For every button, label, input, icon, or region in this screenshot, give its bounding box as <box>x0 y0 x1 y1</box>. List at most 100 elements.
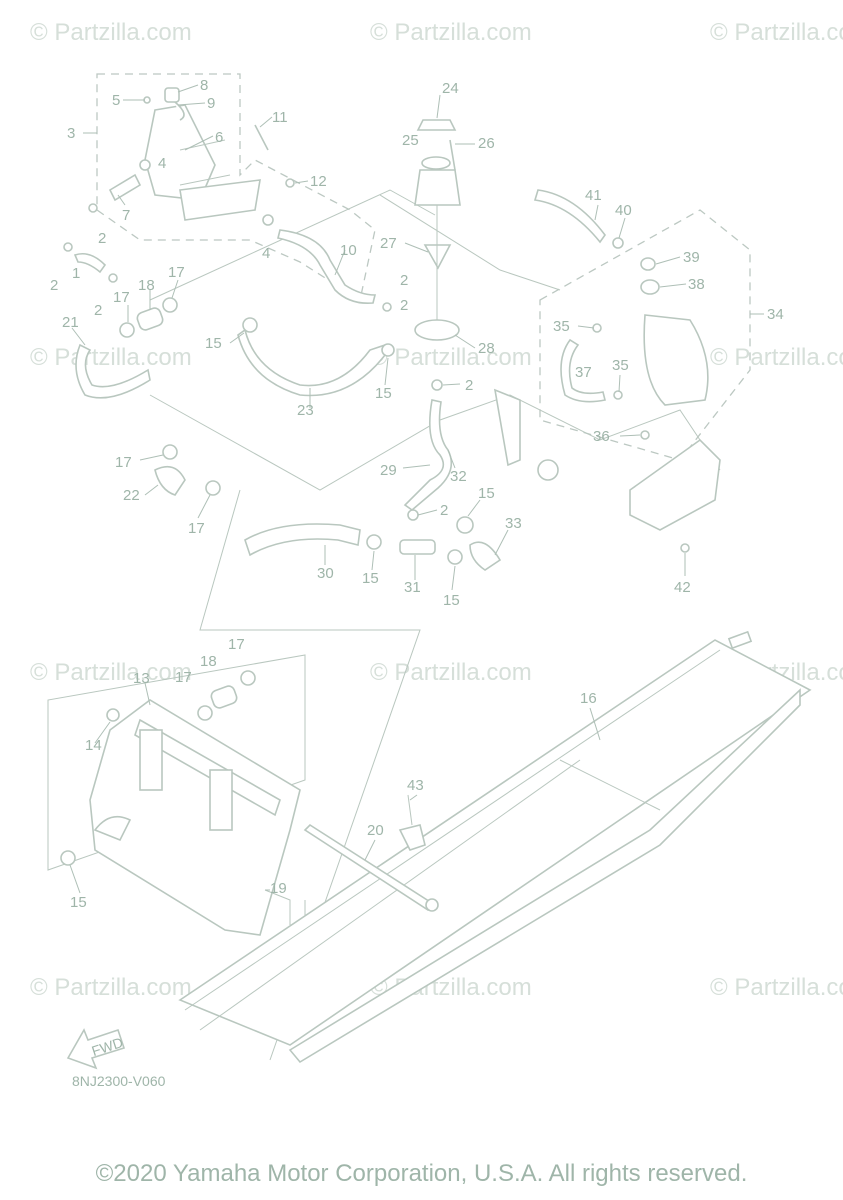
callout-7: 7 <box>122 207 130 224</box>
clamp-2 <box>63 242 73 252</box>
radiator-outlet <box>93 815 132 842</box>
callout-20: 20 <box>367 822 384 839</box>
leader-line <box>594 204 599 221</box>
overflow-hose-7 <box>108 173 142 202</box>
leader-line <box>655 256 681 265</box>
callout-2: 2 <box>400 297 408 314</box>
clamp-2 <box>88 203 98 213</box>
callout-23: 23 <box>297 402 314 419</box>
leader-line <box>618 374 621 393</box>
leader-line <box>117 194 126 206</box>
nut-42 <box>680 543 690 553</box>
callout-8: 8 <box>200 77 208 94</box>
callout-39: 39 <box>683 249 700 266</box>
callout-15: 15 <box>70 894 87 911</box>
frame-line <box>149 189 436 301</box>
clamp-35 <box>613 390 623 400</box>
clamp-2 <box>407 509 419 521</box>
callout-17: 17 <box>228 636 245 653</box>
clamp-2 <box>431 379 443 391</box>
leader-line <box>589 707 601 741</box>
pipe-32-bracket <box>493 388 521 467</box>
leader-line <box>144 682 151 706</box>
watermark: © Partzilla.com <box>370 19 532 46</box>
leader-line <box>144 484 159 496</box>
callout-15: 15 <box>478 485 495 502</box>
callout-5: 5 <box>112 92 120 109</box>
radiator-mount <box>209 769 233 831</box>
leader-line <box>436 94 441 119</box>
watermark: © Partzilla.com <box>370 344 532 371</box>
clamp-4 <box>139 159 151 171</box>
callout-21: 21 <box>62 314 79 331</box>
clamp-15 <box>381 343 395 357</box>
group-box-34 <box>539 209 751 461</box>
screw-43 <box>407 794 413 826</box>
heat-exchanger-16 <box>178 639 812 1046</box>
clamp-17 <box>240 670 256 686</box>
recovery-tank <box>643 314 709 406</box>
leader-line <box>467 499 481 517</box>
leader-line <box>659 283 687 288</box>
clamp-15 <box>60 850 76 866</box>
callout-41: 41 <box>585 187 602 204</box>
heat-exchanger-edge <box>559 759 661 811</box>
callout-6: 6 <box>215 129 223 146</box>
callout-9: 9 <box>207 95 215 112</box>
hose-10 <box>277 229 377 305</box>
frame-line <box>149 394 721 491</box>
heat-exchanger-assembly <box>178 630 812 1064</box>
callout-34: 34 <box>767 306 784 323</box>
clamp-17 <box>205 480 221 496</box>
callout-2: 2 <box>94 302 102 319</box>
leader-line <box>197 494 211 519</box>
callout-2: 2 <box>98 230 106 247</box>
heat-exchanger-edge <box>199 759 581 1031</box>
bolt-36 <box>640 430 650 440</box>
fwd-arrow-icon <box>66 1028 126 1070</box>
heat-exchanger-rail <box>288 688 801 1064</box>
reservoir-cap <box>164 87 180 103</box>
leader-line <box>364 839 376 861</box>
callout-37: 37 <box>575 364 592 381</box>
frame-lines <box>47 189 721 1061</box>
leader-line <box>402 464 431 469</box>
recovery-tank-assembly <box>533 189 721 553</box>
callout-35: 35 <box>612 357 629 374</box>
pipe-31 <box>399 539 436 555</box>
callout-17: 17 <box>175 669 192 686</box>
callout-42: 42 <box>674 579 691 596</box>
leader-line <box>171 279 179 299</box>
clamp-15 <box>447 549 463 565</box>
bolt-19 <box>264 889 291 925</box>
watermark: © Partzilla.com <box>710 19 843 46</box>
callout-17: 17 <box>168 264 185 281</box>
leader-line <box>229 332 245 344</box>
leader-line <box>139 454 164 461</box>
hose-30 <box>244 523 361 557</box>
callout-2: 2 <box>440 502 448 519</box>
heat-exchanger-edge <box>184 649 721 1011</box>
reservoir-tank-assembly <box>108 87 295 226</box>
screw-26 <box>449 139 456 171</box>
callout-22: 22 <box>123 487 140 504</box>
hose-41 <box>533 189 606 244</box>
group-outlines <box>96 73 751 461</box>
leader-line <box>294 180 309 184</box>
callout-16: 16 <box>580 690 597 707</box>
heat-exchanger-tab <box>727 630 753 650</box>
callout-25: 25 <box>402 132 419 149</box>
leader-line <box>334 249 346 276</box>
callout-17: 17 <box>115 454 132 471</box>
leader-line <box>94 721 111 744</box>
flange-28 <box>414 319 460 341</box>
radiator-mount <box>139 729 163 791</box>
frame-line <box>47 654 306 871</box>
reservoir-hose-link <box>174 101 185 121</box>
fitting-40 <box>612 237 624 249</box>
callout-3: 3 <box>67 125 75 142</box>
callout-labels: 1 2 2 2 2 2 2 2 3 4 4 5 6 7 8 9 10 11 12… <box>50 77 784 911</box>
callout-15: 15 <box>375 385 392 402</box>
